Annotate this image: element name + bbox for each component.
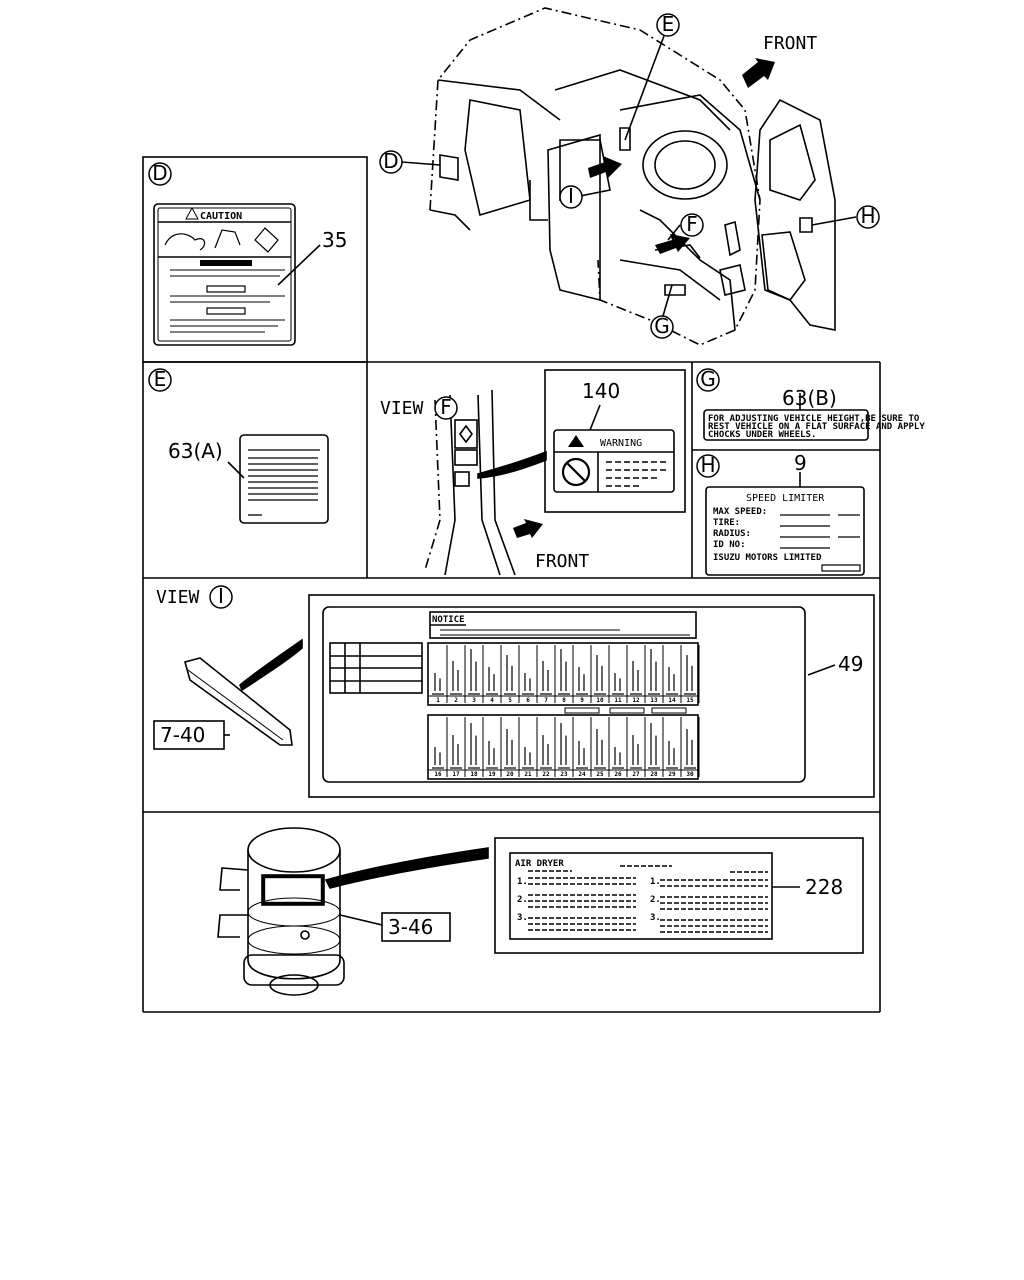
- fuse-number-label: 27: [632, 771, 640, 778]
- air-item-left-2: 2.: [517, 895, 528, 905]
- part-ref-7-40: 7-40: [160, 723, 205, 747]
- callout-i-top: I: [568, 184, 574, 208]
- fuse-number-label: 30: [686, 771, 694, 778]
- limiter-row-id: ID NO:: [713, 540, 746, 550]
- fuse-number-label: 15: [686, 697, 694, 704]
- part-no-35: 35: [322, 228, 347, 252]
- part-no-140: 140: [582, 379, 620, 403]
- fuse-number-label: 19: [488, 771, 496, 778]
- air-item-right-2: 2.: [650, 895, 661, 905]
- fuse-number-label: 4: [490, 697, 494, 704]
- fuse-number-label: 26: [614, 771, 622, 778]
- callout-h-top: H: [860, 204, 875, 228]
- limiter-row-tire: TIRE:: [713, 518, 740, 528]
- fuse-number-label: 10: [596, 697, 604, 704]
- fuse-number-label: 8: [562, 697, 566, 704]
- limiter-row-radius: RADIUS:: [713, 529, 751, 539]
- fuse-number-label: 6: [526, 697, 530, 704]
- fuse-number-label: 11: [614, 697, 622, 704]
- fuse-number-label: 24: [578, 771, 586, 778]
- fuse-number-label: 18: [470, 771, 478, 778]
- part-no-9: 9: [794, 451, 807, 475]
- height-notice-line2: REST VEHICLE ON A FLAT SURFACE AND APPLY: [708, 422, 925, 432]
- view-f-label: VIEW: [380, 398, 424, 419]
- callout-e-top: E: [662, 12, 675, 36]
- warning-title: WARNING: [600, 438, 642, 449]
- fuse-number-label: 2: [454, 697, 458, 704]
- fuse-number-label: 16: [434, 771, 442, 778]
- part-no-49: 49: [838, 652, 863, 676]
- air-item-right-3: 3.: [650, 913, 661, 923]
- fuse-number-label: 12: [632, 697, 640, 704]
- panel-g-ref: G: [700, 367, 716, 391]
- panel-i-ref: I: [218, 584, 224, 608]
- part-no-63a: 63(A): [168, 439, 223, 463]
- fuse-row-bottom: 16 17 18 19 20 21 22 23 24 25 26 27 28 29 30: [429, 717, 700, 778]
- air-item-left-1: 1.: [517, 877, 528, 887]
- fuse-number-label: 25: [596, 771, 604, 778]
- fuse-number-label: 21: [524, 771, 532, 778]
- fuse-number-label: 22: [542, 771, 550, 778]
- caution-title: CAUTION: [200, 211, 242, 222]
- panel-e-ref: E: [154, 367, 167, 391]
- fuse-number-label: 9: [580, 697, 584, 704]
- fuse-number-label: 28: [650, 771, 658, 778]
- part-ref-3-46: 3-46: [388, 915, 433, 939]
- height-notice-line1: FOR ADJUSTING VEHICLE HEIGHT,BE SURE TO: [708, 414, 920, 424]
- air-item-right-1: 1.: [650, 877, 661, 887]
- panel-f-ref: F: [440, 395, 452, 419]
- speed-limiter-title: SPEED LIMITER: [746, 493, 825, 504]
- front-label-f: FRONT: [535, 551, 589, 572]
- limiter-footer: ISUZU MOTORS LIMITED: [713, 553, 822, 563]
- part-no-228: 228: [805, 875, 843, 899]
- front-label-top: FRONT: [763, 33, 817, 54]
- callout-f-top: F: [686, 212, 698, 236]
- callout-d-top: D: [383, 149, 398, 173]
- height-notice-line3: CHOCKS UNDER WHEELS.: [708, 430, 816, 440]
- fuse-number-label: 1: [436, 697, 440, 704]
- cab-illustration: [429, 7, 836, 346]
- notice-title: NOTICE: [432, 615, 465, 625]
- limiter-row-max-speed: MAX SPEED:: [713, 507, 767, 517]
- fuse-number-label: 7: [544, 697, 548, 704]
- panel-h-ref: H: [700, 453, 715, 477]
- fuse-number-label: 3: [472, 697, 476, 704]
- fuse-number-label: 20: [506, 771, 514, 778]
- part-no-63b: 63(B): [782, 386, 837, 410]
- air-item-left-3: 3.: [517, 913, 528, 923]
- callout-g-top: G: [654, 314, 670, 338]
- view-i-label: VIEW: [156, 587, 200, 608]
- fuse-number-label: 14: [668, 697, 676, 704]
- fuse-number-label: 13: [650, 697, 658, 704]
- fuse-number-label: 17: [452, 771, 460, 778]
- air-dryer-title: AIR DRYER: [515, 859, 564, 869]
- fuse-number-label: 5: [508, 697, 512, 704]
- fuse-number-label: 29: [668, 771, 676, 778]
- fuse-number-label: 23: [560, 771, 568, 778]
- panel-d-ref: D: [152, 161, 167, 185]
